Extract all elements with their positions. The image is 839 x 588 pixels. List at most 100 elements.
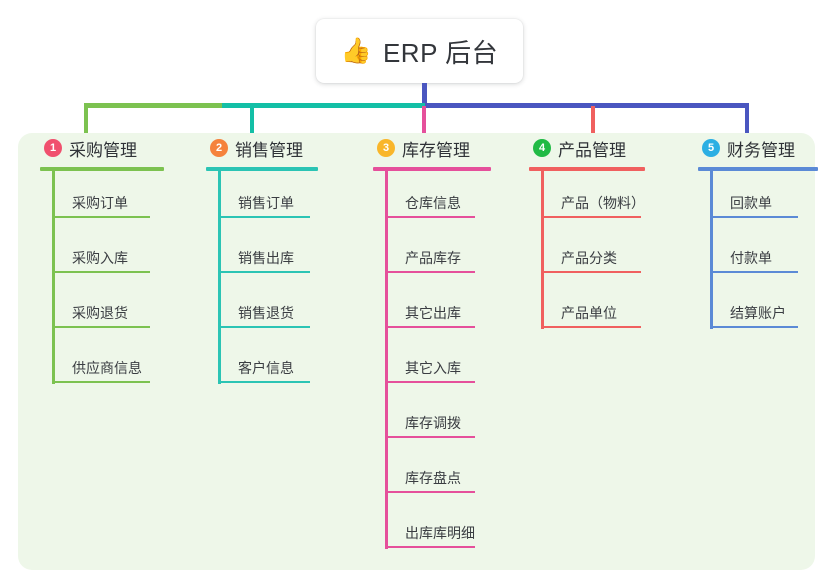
branch-header-1[interactable]: 1 采购管理: [40, 133, 164, 163]
branch-title-4: 产品管理: [558, 140, 626, 160]
branch-title-1: 采购管理: [69, 140, 137, 160]
root-node[interactable]: 👍 ERP 后台: [316, 19, 523, 83]
branch-item-underline: [710, 326, 798, 328]
branch-item-underline: [385, 326, 475, 328]
branch-badge-3: 3: [377, 139, 395, 157]
branch-item[interactable]: 回款单: [698, 171, 818, 226]
branch-item-label: 采购订单: [72, 195, 128, 211]
branch-header-4[interactable]: 4 产品管理: [529, 133, 645, 163]
branch-item[interactable]: 库存盘点: [373, 446, 491, 501]
branch-item-label: 结算账户: [730, 305, 786, 321]
branch-item-label: 出库库明细: [405, 525, 475, 541]
branch-underline-2: [206, 167, 318, 171]
branch-children-1: 采购订单采购入库采购退货供应商信息: [40, 171, 164, 391]
branch-item-label: 采购退货: [72, 305, 128, 321]
branch-item-label: 产品库存: [405, 250, 461, 266]
branch-item-label: 其它入库: [405, 360, 461, 376]
branch-item[interactable]: 结算账户: [698, 281, 818, 336]
branch-spine-4: [541, 171, 544, 329]
branch-item-label: 供应商信息: [72, 360, 142, 376]
branch-item[interactable]: 仓库信息: [373, 171, 491, 226]
branch-title-5: 财务管理: [727, 140, 795, 160]
branch-underline-5: [698, 167, 818, 171]
branch-column-2: 2 销售管理销售订单销售出库销售退货客户信息: [206, 133, 318, 391]
branch-item[interactable]: 产品分类: [529, 226, 645, 281]
connector-stub-1: [84, 106, 88, 136]
branch-item-underline: [218, 326, 310, 328]
branch-item-underline: [218, 271, 310, 273]
connector-bar-blue: [425, 103, 749, 108]
branch-badge-5: 5: [702, 139, 720, 157]
branch-item[interactable]: 供应商信息: [40, 336, 164, 391]
branch-item[interactable]: 客户信息: [206, 336, 318, 391]
branch-item-label: 产品单位: [561, 305, 617, 321]
diagram-panel: 1 采购管理采购订单采购入库采购退货供应商信息 2 销售管理销售订单销售出库销售退货客…: [18, 133, 818, 570]
branch-underline-1: [40, 167, 164, 171]
branch-item[interactable]: 销售订单: [206, 171, 318, 226]
branch-children-4: 产品（物料） 产品分类产品单位: [529, 171, 645, 336]
root-stem-connector: [422, 83, 427, 106]
connector-stub-3: [422, 106, 426, 136]
branch-item-label: 其它出库: [405, 305, 461, 321]
branch-header-3[interactable]: 3 库存管理: [373, 133, 491, 163]
connector-bar-teal: [222, 103, 427, 108]
branch-item-underline: [385, 271, 475, 273]
root-title: ERP 后台: [382, 37, 499, 68]
branch-title-2: 销售管理: [235, 140, 303, 160]
branch-item[interactable]: 采购退货: [40, 281, 164, 336]
branch-item-label: 销售出库: [238, 250, 294, 266]
branch-item[interactable]: 产品单位: [529, 281, 645, 336]
branch-item[interactable]: 销售出库: [206, 226, 318, 281]
branch-spine-2: [218, 171, 221, 384]
branch-item-underline: [385, 491, 475, 493]
branch-item-label: 客户信息: [238, 360, 294, 376]
branch-item-underline: [218, 381, 310, 383]
branch-children-3: 仓库信息产品库存其它出库其它入库库存调拨库存盘点出库库明细: [373, 171, 491, 556]
branch-column-5: 5 财务管理回款单付款单结算账户: [698, 133, 818, 336]
branch-badge-2: 2: [210, 139, 228, 157]
branch-item-label: 产品分类: [561, 250, 617, 266]
branch-item-label: 采购入库: [72, 250, 128, 266]
branch-spine-1: [52, 171, 55, 384]
branch-item-label: 库存调拨: [405, 415, 461, 431]
branch-item-underline: [541, 216, 641, 218]
branch-item-label: 付款单: [730, 250, 772, 266]
branch-item[interactable]: 其它出库: [373, 281, 491, 336]
branch-item[interactable]: 采购入库: [40, 226, 164, 281]
branch-item-underline: [52, 216, 150, 218]
branch-item-underline: [52, 271, 150, 273]
thumbs-up-icon: 👍: [340, 36, 372, 65]
branch-item[interactable]: 产品（物料）: [529, 171, 645, 226]
branch-item-underline: [541, 326, 641, 328]
branch-item-label: 库存盘点: [405, 470, 461, 486]
branch-item-underline: [385, 546, 475, 548]
branch-item-underline: [710, 271, 798, 273]
branch-item-label: 产品（物料）: [561, 195, 645, 211]
branch-children-2: 销售订单销售出库销售退货客户信息: [206, 171, 318, 391]
branch-badge-4: 4: [533, 139, 551, 157]
branch-item-underline: [710, 216, 798, 218]
branch-header-5[interactable]: 5 财务管理: [698, 133, 818, 163]
connector-stub-5: [745, 106, 749, 136]
connector-stub-4: [591, 106, 595, 136]
branch-item[interactable]: 付款单: [698, 226, 818, 281]
branch-column-4: 4 产品管理产品（物料） 产品分类产品单位: [529, 133, 645, 336]
branch-spine-3: [385, 171, 388, 549]
branch-item[interactable]: 产品库存: [373, 226, 491, 281]
branch-item-underline: [385, 216, 475, 218]
branch-item[interactable]: 采购订单: [40, 171, 164, 226]
branch-item[interactable]: 销售退货: [206, 281, 318, 336]
branch-children-5: 回款单付款单结算账户: [698, 171, 818, 336]
branch-item-underline: [52, 381, 150, 383]
branch-spine-5: [710, 171, 713, 329]
branch-item[interactable]: 出库库明细: [373, 501, 491, 556]
branch-item-label: 仓库信息: [405, 195, 461, 211]
branch-item-underline: [218, 216, 310, 218]
branch-item[interactable]: 库存调拨: [373, 391, 491, 446]
branch-header-2[interactable]: 2 销售管理: [206, 133, 318, 163]
branch-title-3: 库存管理: [402, 140, 470, 160]
connector-bar-green: [84, 103, 224, 108]
branch-item[interactable]: 其它入库: [373, 336, 491, 391]
branch-badge-1: 1: [44, 139, 62, 157]
branch-column-3: 3 库存管理仓库信息产品库存其它出库其它入库库存调拨库存盘点出库库明细: [373, 133, 491, 556]
